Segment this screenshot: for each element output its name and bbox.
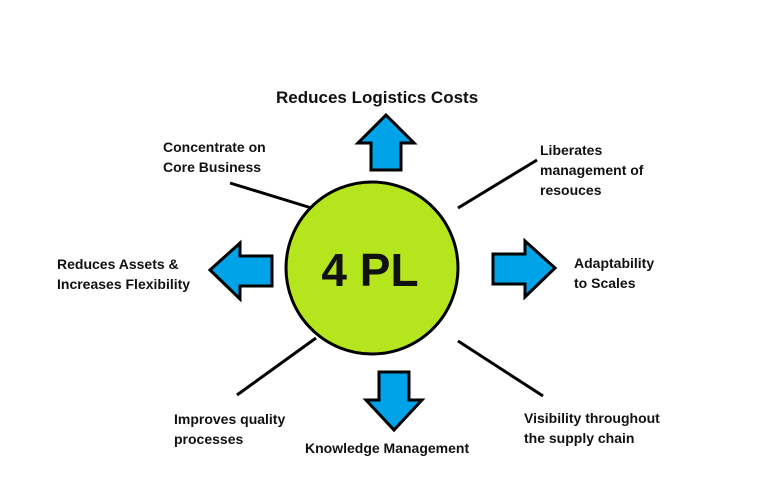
connector-line-bottom-left (236, 336, 317, 397)
label-top: Reduces Logistics Costs (276, 88, 479, 107)
label-bottom-left: Improves quality processes (174, 411, 286, 447)
center-label: 4 PL (321, 244, 419, 296)
label-top-right: Liberates management of resouces (540, 142, 644, 198)
label-bottom-right: Visibility throughout the supply chain (524, 410, 660, 446)
label-right: Adaptability to Scales (574, 255, 655, 291)
connector-line-top-right (457, 158, 538, 210)
arrow-down-icon (362, 370, 426, 433)
arrow-right-icon (491, 237, 558, 301)
arrow-up-icon (354, 112, 418, 172)
label-left: Reduces Assets & Increases Flexibility (57, 256, 191, 292)
connector-line-top-left (229, 181, 319, 212)
arrow-left-icon (207, 239, 274, 303)
center-circle (284, 180, 460, 356)
label-top-left: Concentrate on Core Business (163, 139, 266, 175)
connector-line-bottom-right (457, 339, 544, 398)
label-bottom: Knowledge Management (305, 440, 470, 456)
